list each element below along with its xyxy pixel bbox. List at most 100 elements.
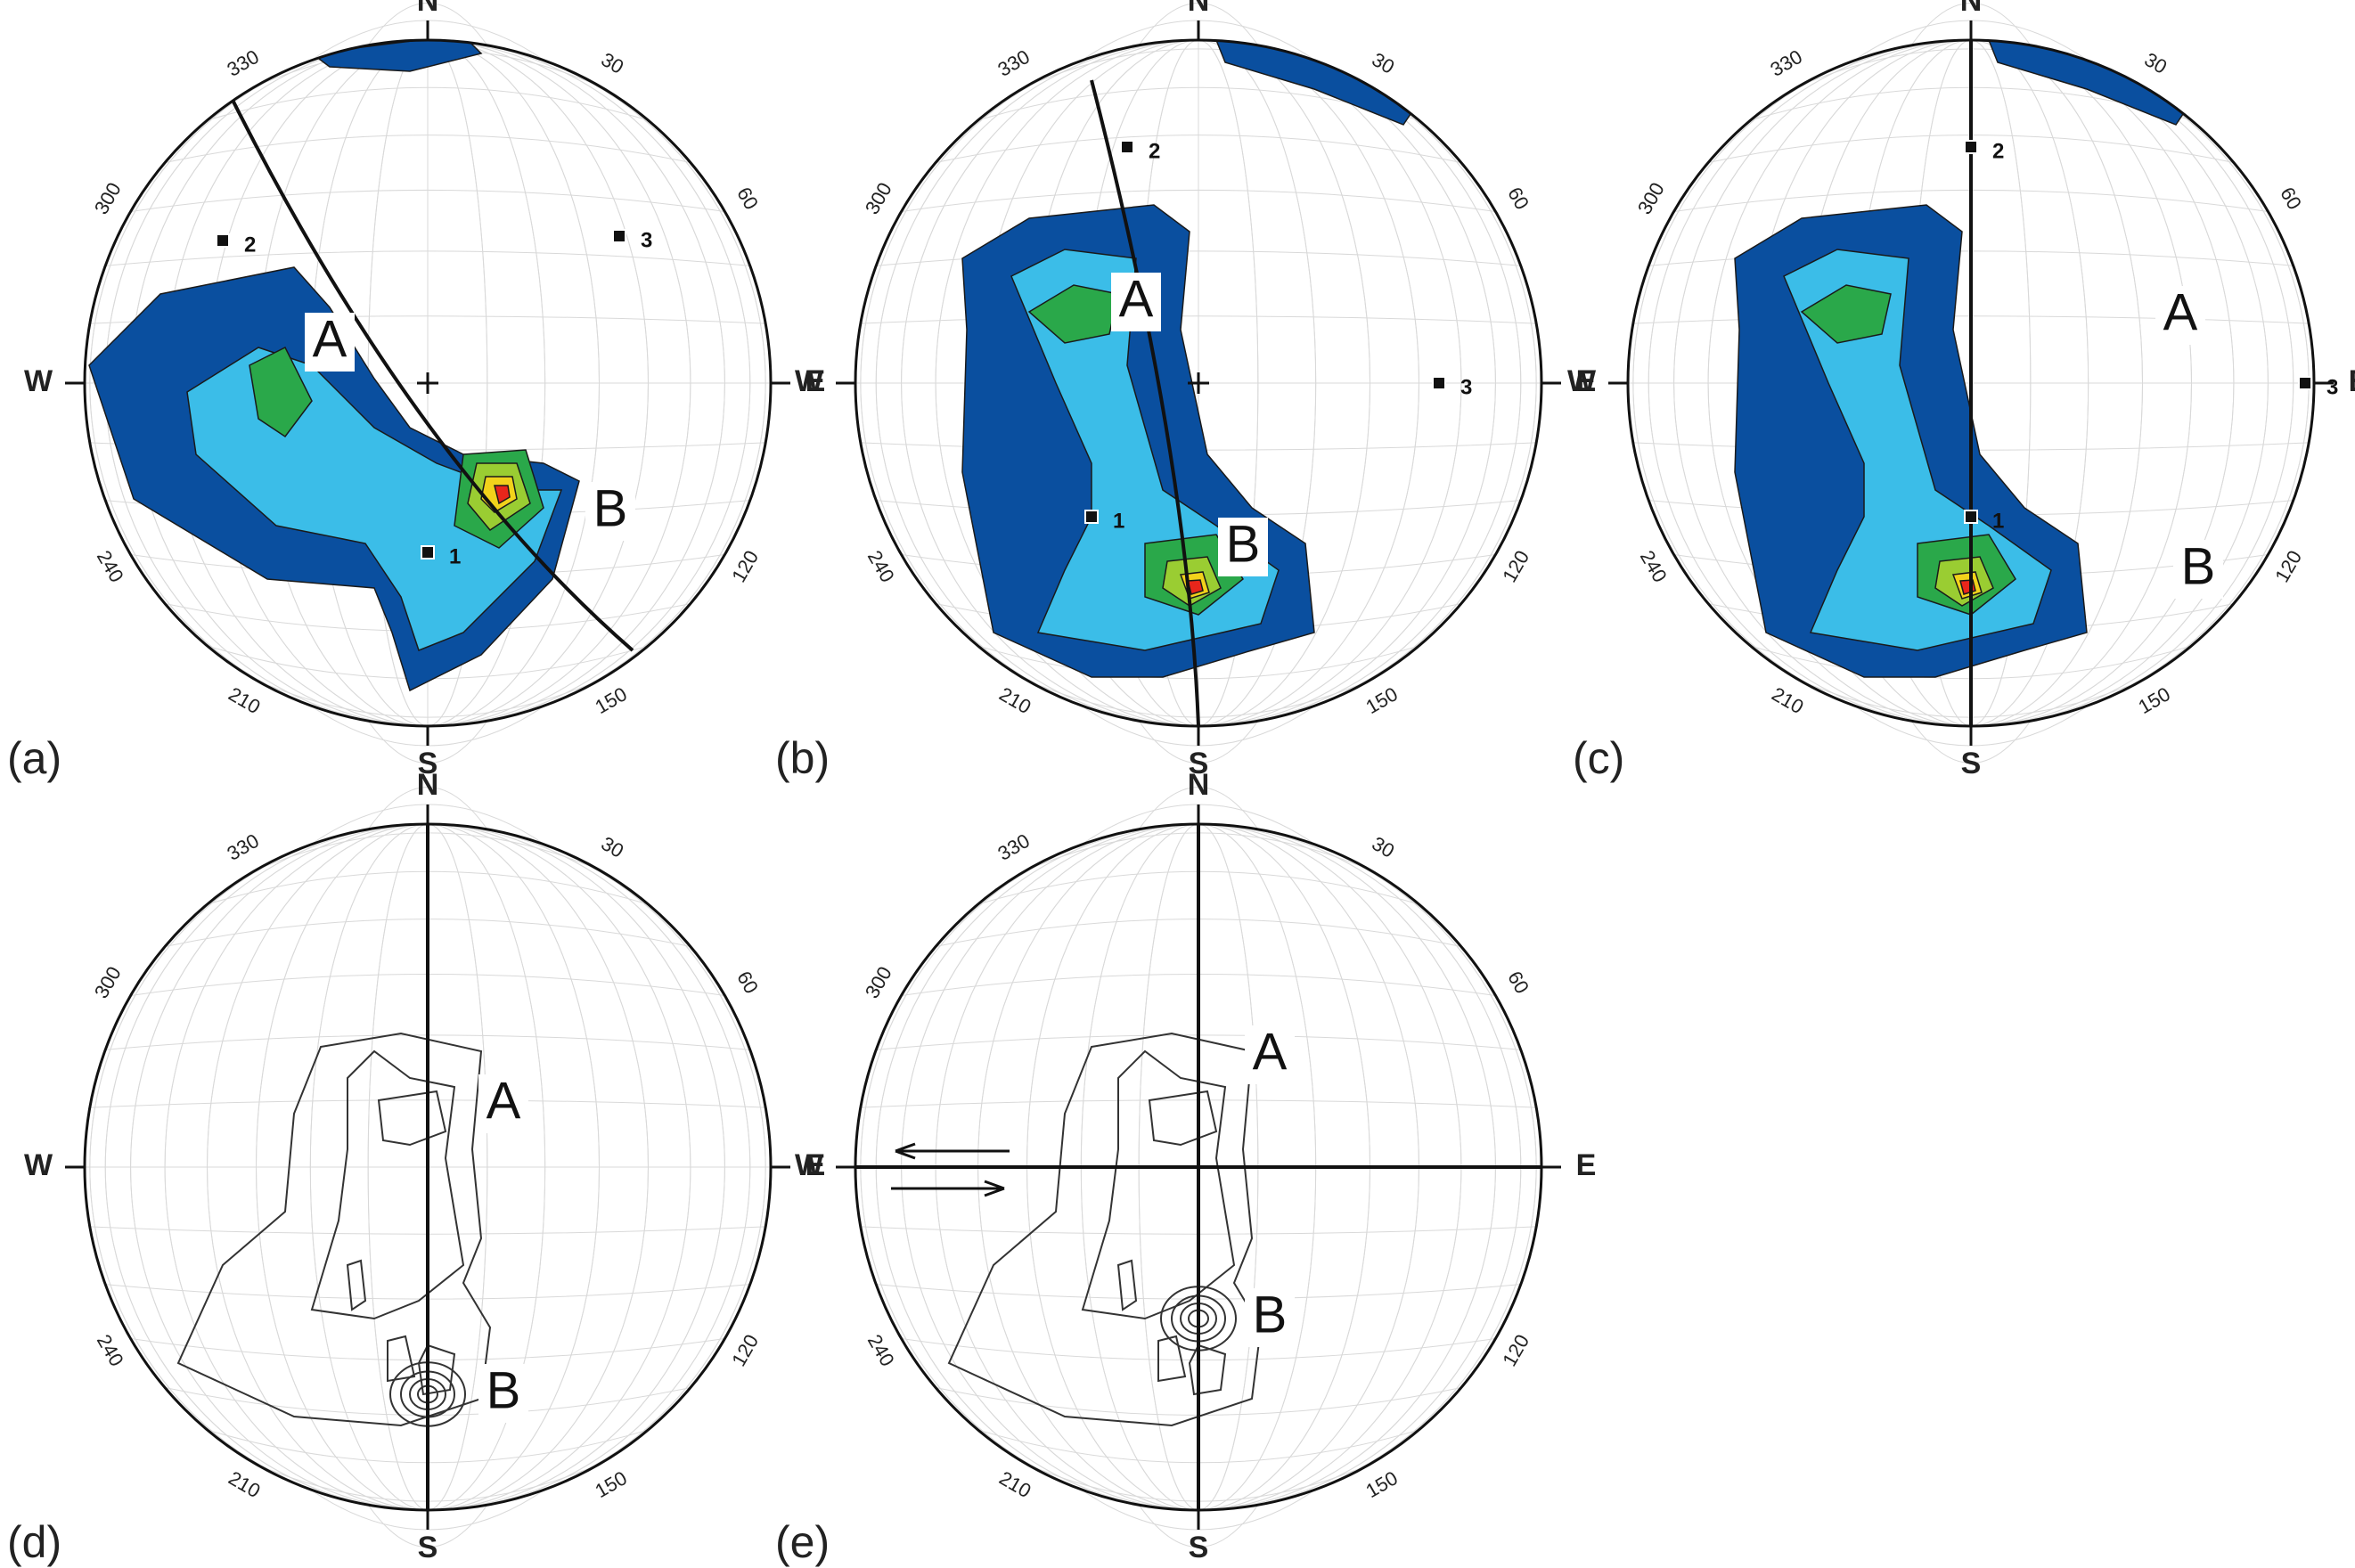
pole-point-label-1: 1: [1992, 509, 2004, 533]
azimuth-label-120: 120: [1498, 1331, 1533, 1370]
south-label: S: [1961, 747, 1982, 780]
azimuth-label-330: 330: [994, 829, 1034, 865]
pole-point-label-1: 1: [1113, 509, 1124, 533]
cluster-label-a: A: [313, 310, 348, 368]
center-cross: [1188, 372, 1209, 394]
contour-line: [310, 1049, 465, 1320]
cardinal-ticks: [65, 804, 790, 1530]
azimuth-label-300: 300: [90, 963, 126, 1002]
east-label: E: [1576, 1148, 1597, 1182]
azimuth-label-210: 210: [225, 682, 264, 718]
panel-label-d: (d): [7, 1517, 61, 1567]
cluster-label-bg: [478, 1364, 528, 1423]
contour-level-3: [249, 346, 313, 438]
azimuth-label-30: 30: [2140, 48, 2171, 78]
cardinal-ticks: [1608, 20, 2334, 746]
azimuth-label-240: 240: [93, 547, 128, 586]
azimuth-label-150: 150: [592, 1466, 631, 1502]
south-label: S: [418, 747, 438, 780]
azimuth-label-210: 210: [1768, 682, 1807, 718]
azimuth-label-150: 150: [1362, 682, 1402, 718]
panel-label-a: (a): [7, 733, 61, 783]
north-label: N: [417, 0, 439, 18]
azimuth-label-210: 210: [995, 1466, 1034, 1502]
azimuth-label-150: 150: [1362, 1466, 1402, 1502]
azimuth-label-330: 330: [224, 829, 263, 865]
west-label: W: [795, 364, 824, 398]
density-contours: [88, 40, 580, 692]
contour-line: [346, 1259, 367, 1311]
east-label: E: [805, 364, 826, 398]
azimuth-label-60: 60: [732, 184, 763, 214]
pole-point-1: [421, 545, 435, 559]
azimuth-label-30: 30: [1368, 832, 1398, 862]
pole-point-label-3: 3: [1460, 375, 1472, 399]
south-label: S: [418, 1531, 438, 1564]
azimuth-label-120: 120: [2270, 547, 2306, 586]
azimuth-label-60: 60: [732, 968, 763, 998]
cluster-label-bg: [305, 313, 355, 372]
shear-arrow-right: [891, 1180, 1005, 1197]
cluster-label-bg: [2173, 540, 2223, 599]
azimuth-label-30: 30: [1368, 48, 1398, 78]
panel-label-e: (e): [775, 1517, 830, 1567]
cluster-label-bg: [1245, 1025, 1295, 1084]
cluster-label-a: A: [2163, 283, 2198, 341]
east-label: E: [805, 1148, 826, 1182]
cardinal-ticks: [65, 20, 790, 746]
pole-point-1: [1964, 510, 1978, 524]
cluster-label-b: B: [1253, 1286, 1288, 1343]
south-label: S: [1189, 1531, 1209, 1564]
east-label: E: [1576, 364, 1597, 398]
azimuth-label-300: 300: [90, 179, 126, 218]
azimuth-label-210: 210: [225, 1466, 264, 1502]
azimuth-label-330: 330: [224, 45, 263, 81]
cluster-label-b: B: [1226, 515, 1261, 573]
center-cross: [417, 372, 438, 394]
west-label: W: [24, 364, 53, 398]
cluster-label-b: B: [593, 479, 628, 537]
azimuth-label-150: 150: [592, 682, 631, 718]
pole-point-label-2: 2: [1992, 139, 2004, 163]
contour-line: [1188, 1343, 1227, 1396]
azimuth-label-60: 60: [1503, 184, 1533, 214]
azimuth-label-60: 60: [2276, 184, 2306, 214]
pole-point-3: [2298, 376, 2312, 390]
contour-level-7: [494, 485, 511, 505]
azimuth-label-300: 300: [861, 963, 896, 1002]
cluster-label-bg: [1245, 1288, 1295, 1347]
pole-point-label-2: 2: [1149, 139, 1160, 163]
pole-point-2: [1964, 140, 1978, 154]
azimuth-label-240: 240: [863, 1331, 899, 1370]
north-label: N: [1960, 0, 1983, 18]
azimuth-label-60: 60: [1503, 968, 1533, 998]
cluster-label-a: A: [1253, 1023, 1288, 1081]
azimuth-label-30: 30: [597, 48, 627, 78]
azimuth-label-330: 330: [994, 45, 1034, 81]
azimuth-label-240: 240: [863, 547, 899, 586]
contour-line: [387, 1335, 416, 1383]
cluster-label-bg: [585, 482, 635, 541]
pole-point-label-2: 2: [244, 233, 256, 257]
density-contours: [1734, 40, 2196, 678]
azimuth-label-210: 210: [995, 682, 1034, 718]
east-label: E: [2349, 364, 2355, 398]
azimuth-label-30: 30: [597, 832, 627, 862]
north-label: N: [417, 768, 439, 802]
south-label: S: [1189, 747, 1209, 780]
plane-trace: [221, 79, 634, 652]
contour-level-1: [1987, 40, 2196, 126]
panel-label-b: (b): [775, 733, 830, 783]
azimuth-label-330: 330: [1767, 45, 1806, 81]
pole-point-label-3: 3: [641, 228, 652, 252]
azimuth-label-120: 120: [1498, 547, 1533, 586]
pole-point-2: [1120, 140, 1134, 154]
azimuth-label-120: 120: [727, 1331, 763, 1370]
cluster-label-a: A: [487, 1072, 521, 1130]
cluster-label-bg: [1111, 273, 1161, 331]
